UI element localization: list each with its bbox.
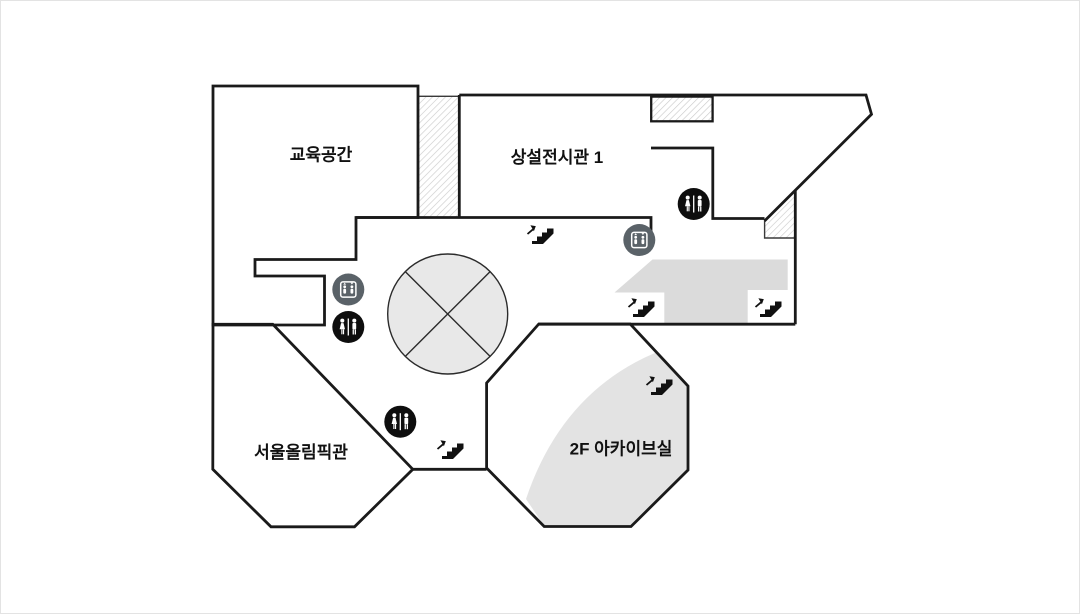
seoul-olympic-hall-outline	[211, 322, 415, 529]
elevator-icon	[622, 223, 657, 257]
stairs-icon	[436, 439, 465, 460]
zone-lobby-gray-area	[614, 259, 788, 324]
stairs-icon	[526, 224, 555, 245]
restroom-icon	[332, 311, 365, 343]
elevator-icon	[331, 272, 366, 307]
education-room-walls	[211, 84, 420, 327]
building-top-outline	[459, 93, 874, 222]
archive-octagon-outline	[485, 322, 690, 528]
zone-archive-gray-area	[526, 352, 688, 526]
stairs-icon	[627, 297, 656, 318]
hatched-area-vertical-band	[417, 95, 460, 219]
restroom-icon	[677, 188, 710, 220]
room-label-seoul-olympic-hall: 서울올림픽관	[254, 443, 348, 462]
stairs-icon	[754, 297, 783, 318]
restroom-alcove-walls	[651, 146, 765, 220]
room-label-permanent-exhibition-hall-1: 상설전시관 1	[511, 148, 603, 167]
room-label-education-space: 교육공간	[290, 146, 353, 165]
room-label-archive-room-2f: 2F 아카이브실	[570, 440, 673, 459]
restroom-icon	[384, 405, 417, 438]
rotunda-circle	[387, 253, 509, 375]
hatched-area-top-box	[650, 95, 714, 123]
concourse-top-wall	[356, 216, 653, 233]
